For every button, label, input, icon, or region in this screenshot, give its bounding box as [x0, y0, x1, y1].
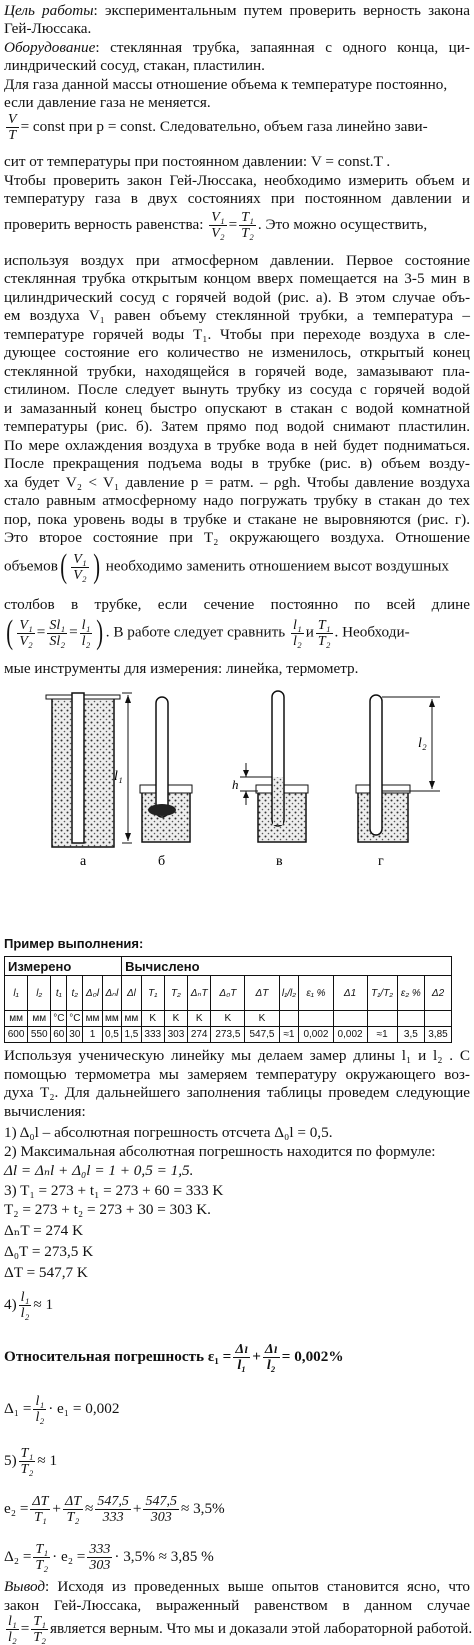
text-line: помощью термометра мы замеряем температу… — [4, 1066, 470, 1083]
label-l1: l₁ — [114, 769, 123, 784]
body-line: ха будет V₂ < V₁ давление p = pатм. – ρg… — [4, 474, 470, 491]
label-g: г — [378, 854, 384, 869]
text-line: сит от температуры при постоянном давлен… — [4, 153, 391, 170]
text-line: духа T₂. Для дальнейшего заполнения табл… — [4, 1084, 470, 1101]
body-line: температуры (рис. б). Затем прямо под во… — [4, 418, 470, 435]
text-line: Используя ученическую линейку мы делаем … — [4, 1047, 470, 1064]
text-line: Для газа данной массы отношение объема к… — [4, 76, 448, 93]
calc-line: Δl = Δₙl + Δ₀l = 1 + 0,5 = 1,5. — [4, 1162, 194, 1179]
example-title: Пример выполнения: — [4, 936, 144, 951]
body-line: После прекращения подъема воды в трубке … — [4, 455, 470, 472]
label-b: б — [158, 854, 165, 869]
body-line: используя воздух при атмосферном давлени… — [4, 252, 470, 269]
body-line: стеклянной трубки, находящейся в горячей… — [4, 363, 470, 380]
equip-cont: линдрический сосуд, стакан, пластилин. — [4, 57, 265, 74]
equip-line: Оборудование: стеклянная трубка, запаянн… — [4, 39, 470, 56]
aim-cont: Гей-Люссака. — [4, 20, 92, 37]
label-h: h — [232, 777, 239, 792]
aim-line: Цель работы: экспериментальным путем про… — [4, 2, 470, 19]
body-line: стилином. После следует вынуть трубку из… — [4, 381, 470, 398]
body-line: стало равным атмосферному надо погружать… — [4, 492, 470, 509]
text-line: столбов в трубке, если сечение постоянно… — [4, 596, 470, 613]
body-line: пор, пока уровень воды в трубке и стакан… — [4, 511, 470, 528]
label-v: в — [276, 854, 283, 869]
calc-line: 2) Максимальная абсолютная погрешность н… — [4, 1143, 436, 1160]
text-line: если давление газа не меняется. — [4, 94, 211, 111]
text-line: вычисления: — [4, 1103, 86, 1120]
figure-b-glass: б — [139, 696, 193, 869]
body-line: ем воздуха V₁ равен объему стеклянной тр… — [4, 307, 470, 324]
body-line: цилиндрический сосуд с горячей водой (ри… — [4, 289, 470, 306]
conclusion-line: Вывод: Исходя из проведенных выше опытов… — [4, 1578, 470, 1595]
measured-header: Измерено — [3, 956, 123, 976]
body-line: По мере охлаждения воздуха в трубке вода… — [4, 437, 470, 454]
body-line: и замазанный конец быстро опускают в ста… — [4, 400, 470, 417]
calc-line: Δ₀T = 273,5 K — [4, 1243, 94, 1260]
figure-g-glass: l₂ г — [355, 694, 440, 869]
text-line: Чтобы проверить закон Гей-Люссака, необх… — [4, 172, 470, 189]
label-l2: l₂ — [418, 736, 427, 751]
calc-line: ΔₙT = 274 K — [4, 1222, 84, 1239]
calc-line: 3) T₁ = 273 + t₁ = 273 + 60 = 333 K — [4, 1182, 224, 1199]
text-line: мые инструменты для измерения: линейка, … — [4, 660, 359, 677]
experiment-figure: l₁ а б h в — [45, 690, 440, 869]
calc-line: ΔT = 547,7 K — [4, 1264, 88, 1281]
text-line: температуру газа в двух состояниях при п… — [4, 190, 470, 207]
label-a: а — [80, 854, 87, 869]
figure-a-cylinder: l₁ а — [45, 692, 132, 869]
body-line: стеклянная трубка открытым концом вверх … — [4, 270, 470, 287]
body-line: Это второе состояние при T₂ окружающего … — [4, 529, 470, 546]
conclusion-line: закон Гей-Люссака, выраженный равенством… — [4, 1597, 470, 1614]
calc-line: 1) Δ₀l – абсолютная погрешность отсчета … — [4, 1124, 333, 1141]
computed-header: Вычислено — [121, 956, 452, 976]
figure-v-glass: h в — [232, 690, 309, 869]
body-line: температуре горячей воды T₁. Чтобы при п… — [4, 326, 470, 343]
body-line: дующее состояние его количество не измен… — [4, 344, 470, 361]
calc-line: T₂ = 273 + t₂ = 273 + 30 = 303 K. — [4, 1201, 211, 1218]
